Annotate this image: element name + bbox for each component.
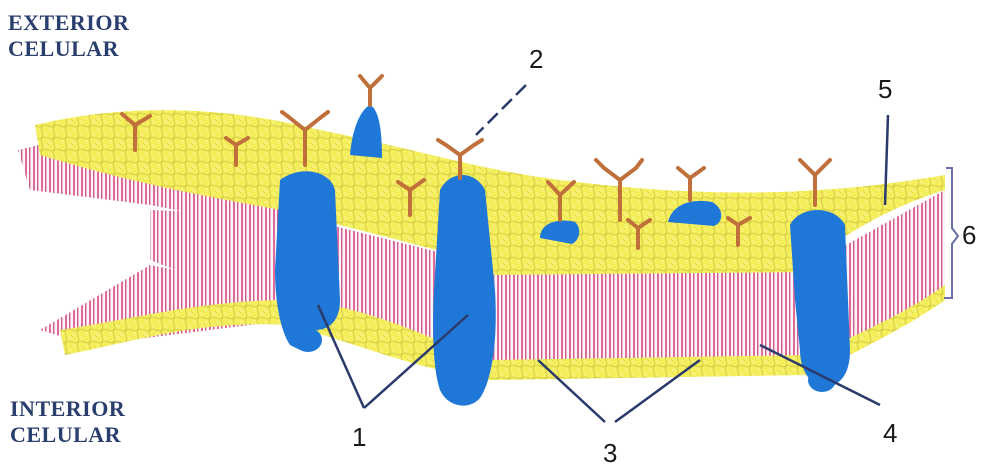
label-4: 4	[883, 418, 897, 449]
transmembrane-protein-center	[433, 175, 496, 406]
exterior-line1: EXTERIOR	[8, 10, 129, 36]
label-2: 2	[529, 44, 543, 75]
region-label-interior: INTERIOR CELULAR	[10, 396, 125, 448]
peripheral-protein-top	[350, 105, 382, 158]
interior-line2: CELULAR	[10, 422, 125, 448]
label-6: 6	[962, 220, 976, 251]
interior-line1: INTERIOR	[10, 396, 125, 422]
label-1: 1	[352, 422, 366, 453]
label-3: 3	[603, 438, 617, 469]
front-edge-heads	[490, 255, 810, 275]
region-label-exterior: EXTERIOR CELULAR	[8, 10, 129, 62]
exterior-line2: CELULAR	[8, 36, 129, 62]
thickness-bracket	[944, 168, 958, 298]
transmembrane-protein-left	[275, 171, 340, 352]
label-5: 5	[878, 74, 892, 105]
